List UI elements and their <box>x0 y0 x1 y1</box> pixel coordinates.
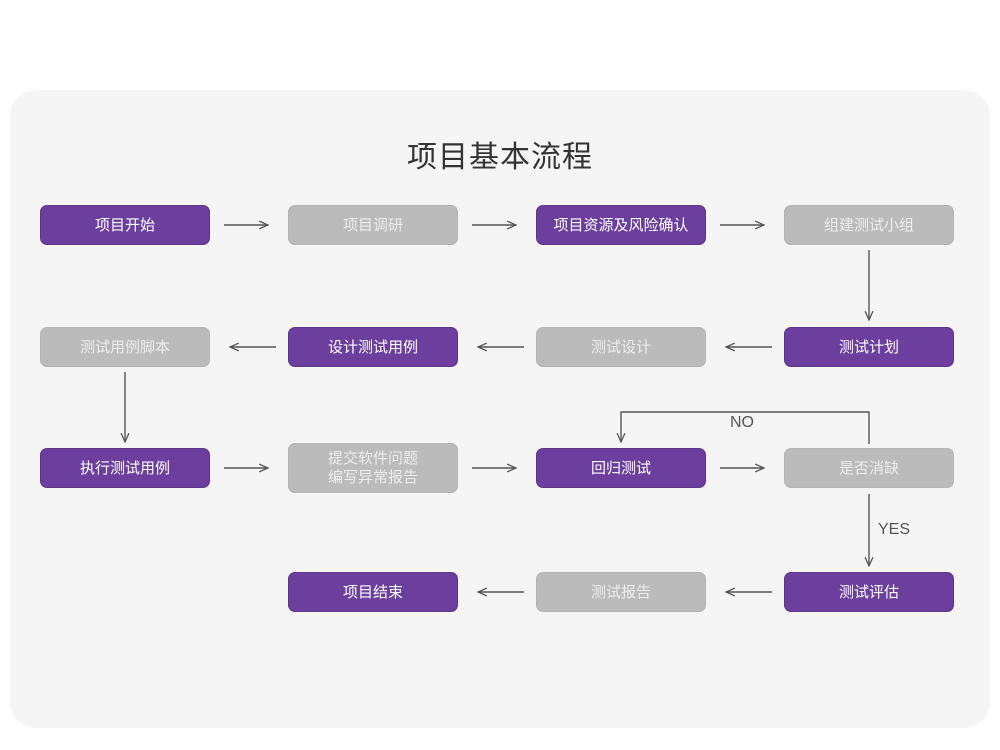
page-title: 项目基本流程 <box>407 140 593 175</box>
edge-label-no: NO <box>730 414 754 431</box>
node-label: 项目开始 <box>94 216 155 234</box>
node-test-evaluation[interactable]: 测试评估 <box>784 572 954 612</box>
node-design-test-case[interactable]: 设计测试用例 <box>288 327 458 367</box>
node-project-research[interactable]: 项目调研 <box>288 205 458 245</box>
node-project-start[interactable]: 项目开始 <box>40 205 210 245</box>
node-test-report[interactable]: 测试报告 <box>536 572 706 612</box>
node-form-test-team[interactable]: 组建测试小组 <box>784 205 954 245</box>
node-label: 测试报告 <box>590 583 651 601</box>
node-label: 回归测试 <box>590 459 651 477</box>
node-regression-test[interactable]: 回归测试 <box>536 448 706 488</box>
node-defect-cleared[interactable]: 是否消缺 <box>784 448 954 488</box>
node-label: 执行测试用例 <box>79 459 170 477</box>
node-label: 组建测试小组 <box>823 216 914 234</box>
node-execute-test-case[interactable]: 执行测试用例 <box>40 448 210 488</box>
node-label: 设计测试用例 <box>327 338 418 356</box>
edge-label-yes: YES <box>878 521 911 538</box>
node-label: 项目调研 <box>342 216 403 234</box>
node-label: 测试用例脚本 <box>79 338 170 356</box>
node-resource-risk-confirm[interactable]: 项目资源及风险确认 <box>536 205 706 245</box>
node-label: 测试设计 <box>590 338 651 356</box>
node-label: 项目资源及风险确认 <box>553 216 689 234</box>
node-test-case-script[interactable]: 测试用例脚本 <box>40 327 210 367</box>
node-test-plan[interactable]: 测试计划 <box>784 327 954 367</box>
node-label: 测试评估 <box>838 583 899 601</box>
node-label: 提交软件问题 编写异常报告 <box>327 450 418 486</box>
node-project-end[interactable]: 项目结束 <box>288 572 458 612</box>
flowchart-card: 项目基本流程 <box>10 90 990 728</box>
node-submit-issue-report[interactable]: 提交软件问题 编写异常报告 <box>288 443 458 493</box>
node-test-design[interactable]: 测试设计 <box>536 327 706 367</box>
node-label: 项目结束 <box>342 583 403 601</box>
node-label: 是否消缺 <box>838 459 899 477</box>
node-label: 测试计划 <box>838 338 899 356</box>
